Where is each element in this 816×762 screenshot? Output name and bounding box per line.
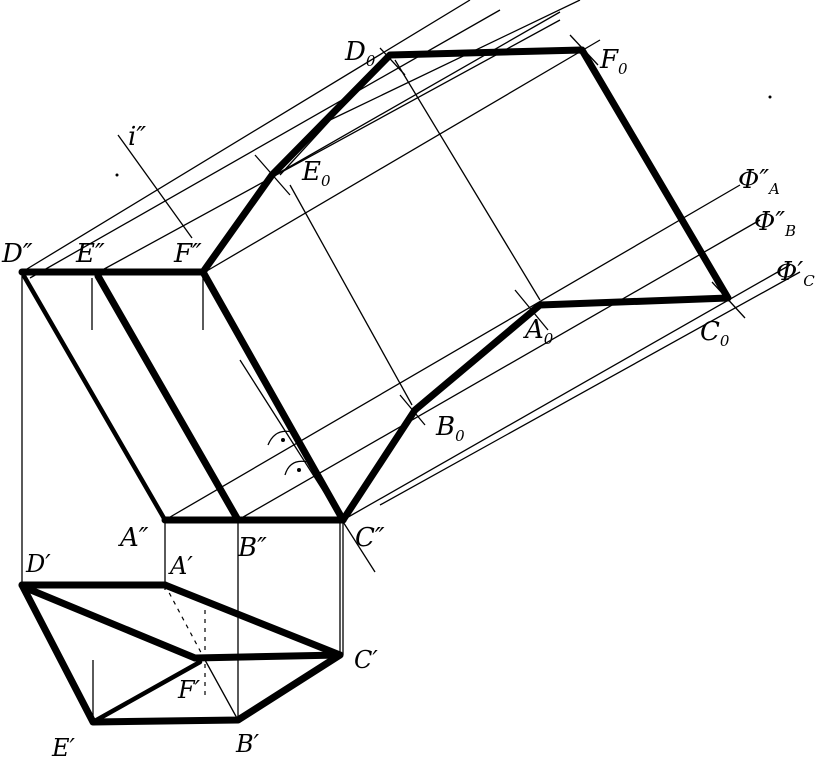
axis-c-line [239, 359, 376, 573]
ray-d2 [29, 9, 501, 279]
label-phi-a: Φ″A [738, 165, 780, 198]
label-c0: C0 [700, 317, 730, 350]
ray-c2 [379, 271, 801, 506]
ray-f [204, 39, 601, 273]
plan-diag-dc [22, 584, 199, 662]
ray-d [21, 0, 471, 273]
horizontal-projection [18, 520, 344, 726]
front-slant-f [199, 268, 347, 524]
label-phi-b: Φ″B [754, 207, 796, 240]
label-f0: F0 [599, 45, 628, 78]
perp-d0b [379, 47, 406, 76]
label-b1: B′ [235, 730, 260, 758]
ray-top-a [269, 11, 561, 179]
plan-fc [191, 651, 344, 662]
label-phi-c: Φ′C [776, 257, 815, 290]
plan-hidden-3 [204, 659, 239, 721]
right-angle-dot-1 [281, 438, 285, 442]
label-f1: F′ [177, 676, 201, 704]
right-angle-mark-1 [267, 430, 293, 446]
projection-lines [21, 0, 801, 722]
label-d2: D″ [1, 239, 33, 269]
plan-ef [90, 659, 203, 725]
right-angle-dot-2 [297, 468, 301, 472]
ray-c [342, 264, 791, 521]
frontal-projection [18, 268, 347, 524]
label-d0: D0 [344, 37, 376, 70]
hex-inner-1 [279, 54, 391, 176]
label-e0: E0 [301, 157, 331, 190]
labels: i″ D″ E″ F″ A″ B″ C″ D0 F0 E0 A0 B0 C0 Φ… [1, 37, 815, 762]
label-c2: C″ [355, 523, 385, 553]
true-shape-hexagon [199, 46, 732, 524]
label-b2: B″ [237, 533, 267, 563]
ray-e [94, 19, 561, 275]
label-c1: C′ [354, 646, 378, 674]
label-a2: A″ [118, 523, 149, 553]
speck-1 [115, 173, 119, 177]
axis-i-line [117, 134, 193, 239]
front-slant-e [94, 272, 242, 524]
hex-outline [199, 46, 732, 524]
label-e2: E″ [75, 239, 105, 269]
speck-2 [768, 95, 772, 99]
front-slant-d [21, 273, 168, 523]
label-a0: A0 [523, 315, 554, 348]
label-b0: B0 [435, 412, 465, 445]
label-i2: i″ [128, 122, 146, 152]
ray-a [164, 184, 741, 521]
label-e1: E′ [51, 734, 76, 762]
ray-top-b [329, 0, 581, 121]
perp-e0 [289, 184, 413, 406]
ray-b [237, 219, 761, 521]
right-angle-mark-2 [284, 460, 309, 476]
label-d1: D′ [25, 550, 51, 578]
label-a1: A′ [168, 552, 193, 580]
label-f2: F″ [173, 239, 202, 269]
plan-right-edge [18, 581, 344, 726]
perp-d0 [394, 59, 541, 301]
